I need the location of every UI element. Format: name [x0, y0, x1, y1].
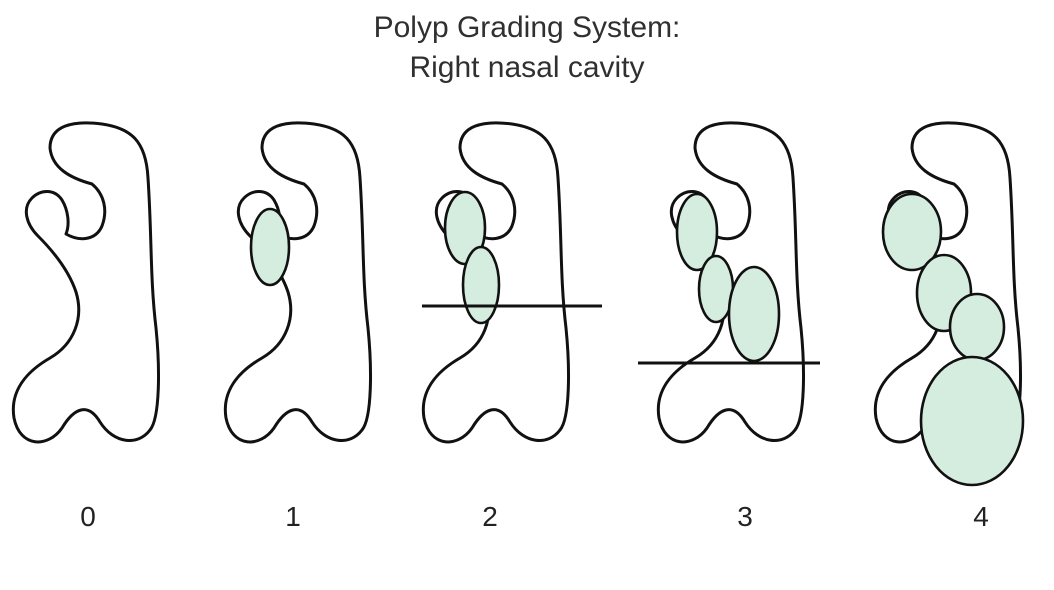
grade-label-2: 2 [482, 501, 498, 532]
grade-1-cavity [223, 121, 372, 444]
grade-2-polyp-2 [461, 245, 501, 325]
grade-3-polyp-1 [675, 192, 719, 272]
grade-4-polyp-1 [881, 192, 943, 272]
grade-0-cavity [11, 121, 160, 444]
grade-4-polyp-3 [948, 292, 1006, 362]
grade-label-4: 4 [973, 501, 989, 532]
grade-3-polyp-3 [727, 265, 781, 363]
grade-label-0: 0 [80, 501, 96, 532]
grade-1-polyp-1 [249, 207, 291, 287]
grade-4-polyp-4 [919, 355, 1025, 487]
diagram-subtitle: Right nasal cavity [409, 51, 645, 84]
diagram-title: Polyp Grading System: [373, 11, 681, 44]
grade-label-1: 1 [285, 501, 301, 532]
grade-label-3: 3 [737, 501, 753, 532]
